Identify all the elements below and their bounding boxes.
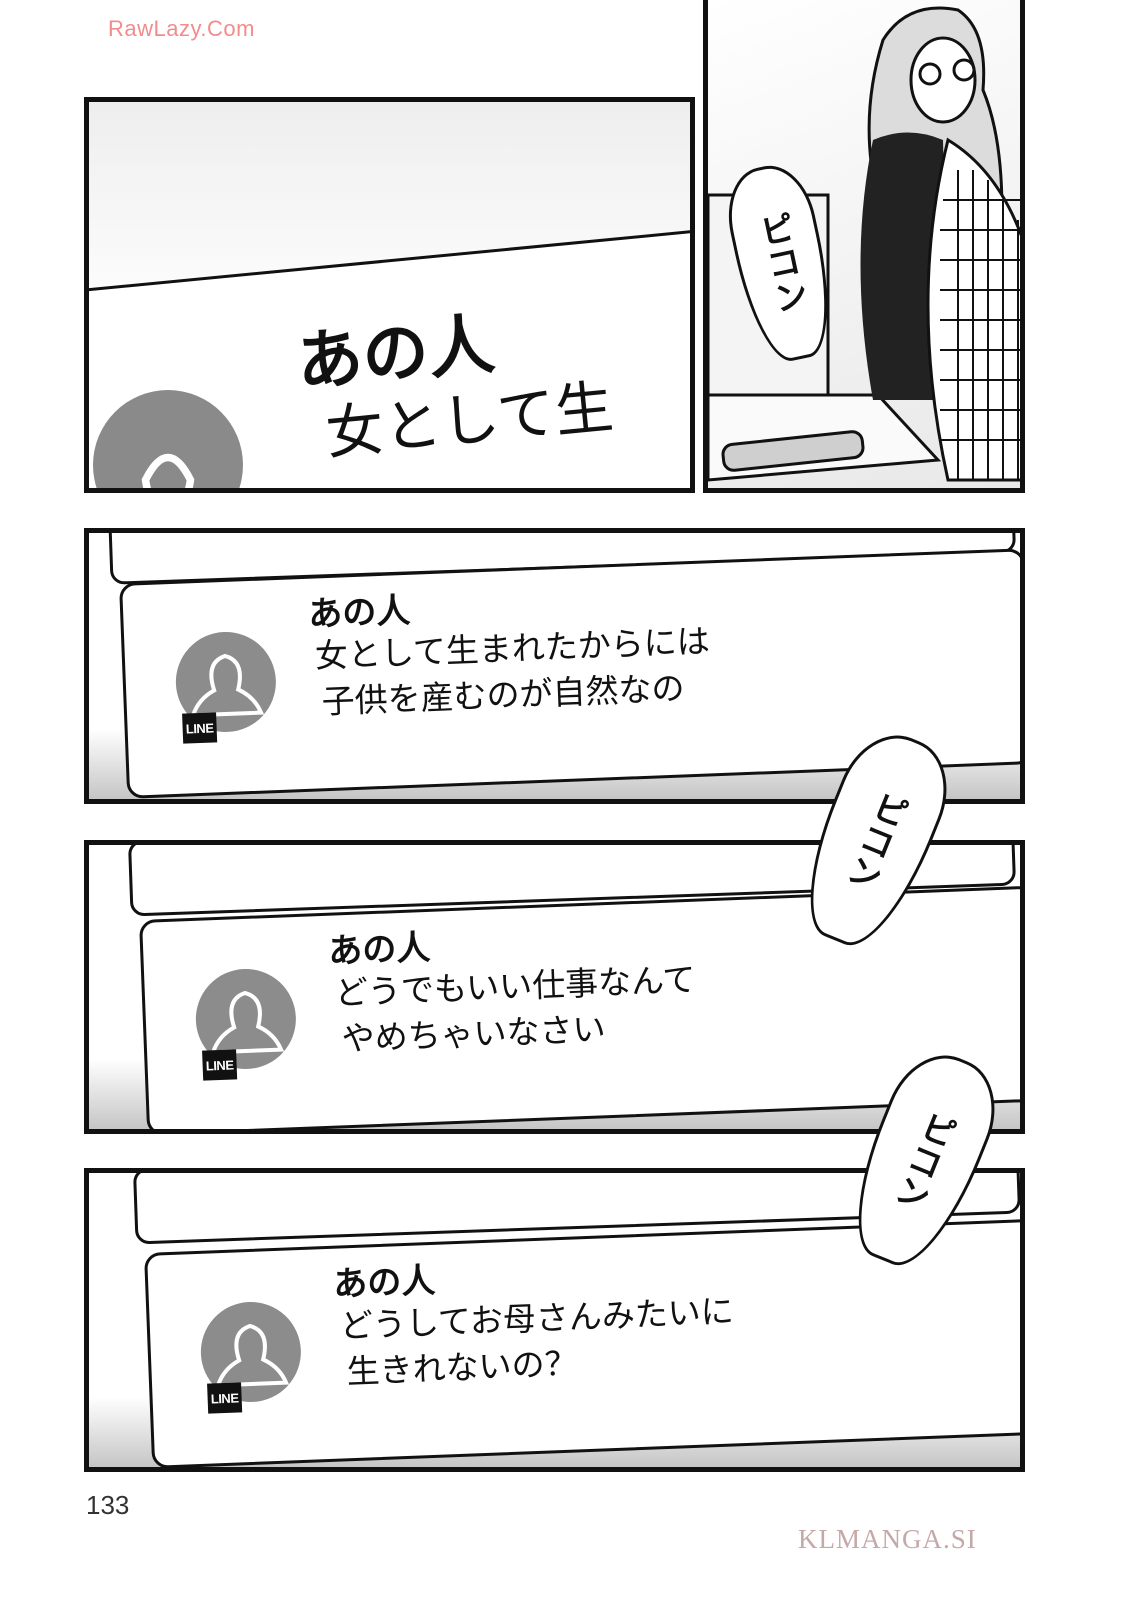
line-badge: LINE [207, 1382, 243, 1414]
notification-card-1: LINE あの人 女として生まれたからには 子供を産むのが自然なの [119, 548, 1020, 799]
watermark-top: RawLazy.Com [108, 16, 255, 41]
sender-name: あの人 [307, 590, 412, 635]
panel-woman-with-phone: ピコン [703, 0, 1025, 493]
sender-name: あの人 [332, 1260, 437, 1305]
page-number: 133 [86, 1490, 130, 1520]
line-badge: LINE [202, 1049, 238, 1081]
woman-illustration [708, 6, 1020, 482]
message-line-2: やめちゃいなさい [340, 1009, 607, 1059]
notification-card-2: LINE あの人 どうでもいい仕事なんて やめちゃいなさい [139, 885, 1020, 1129]
watermark-bottom: KLMANGA.SI [798, 1524, 977, 1554]
notification-card-3: LINE あの人 どうしてお母さんみたいに 生きれないの？ [144, 1218, 1020, 1467]
zoomed-avatar-icon [93, 390, 243, 488]
panel-zoomed-notification: あの人 女として生 [84, 97, 695, 493]
sender-name: あの人 [327, 927, 432, 972]
avatar-icon [198, 1300, 303, 1404]
line-badge: LINE [182, 712, 218, 744]
avatar-icon [173, 630, 278, 734]
avatar-icon [193, 967, 298, 1071]
message-line-2: 生きれないの？ [345, 1343, 579, 1392]
